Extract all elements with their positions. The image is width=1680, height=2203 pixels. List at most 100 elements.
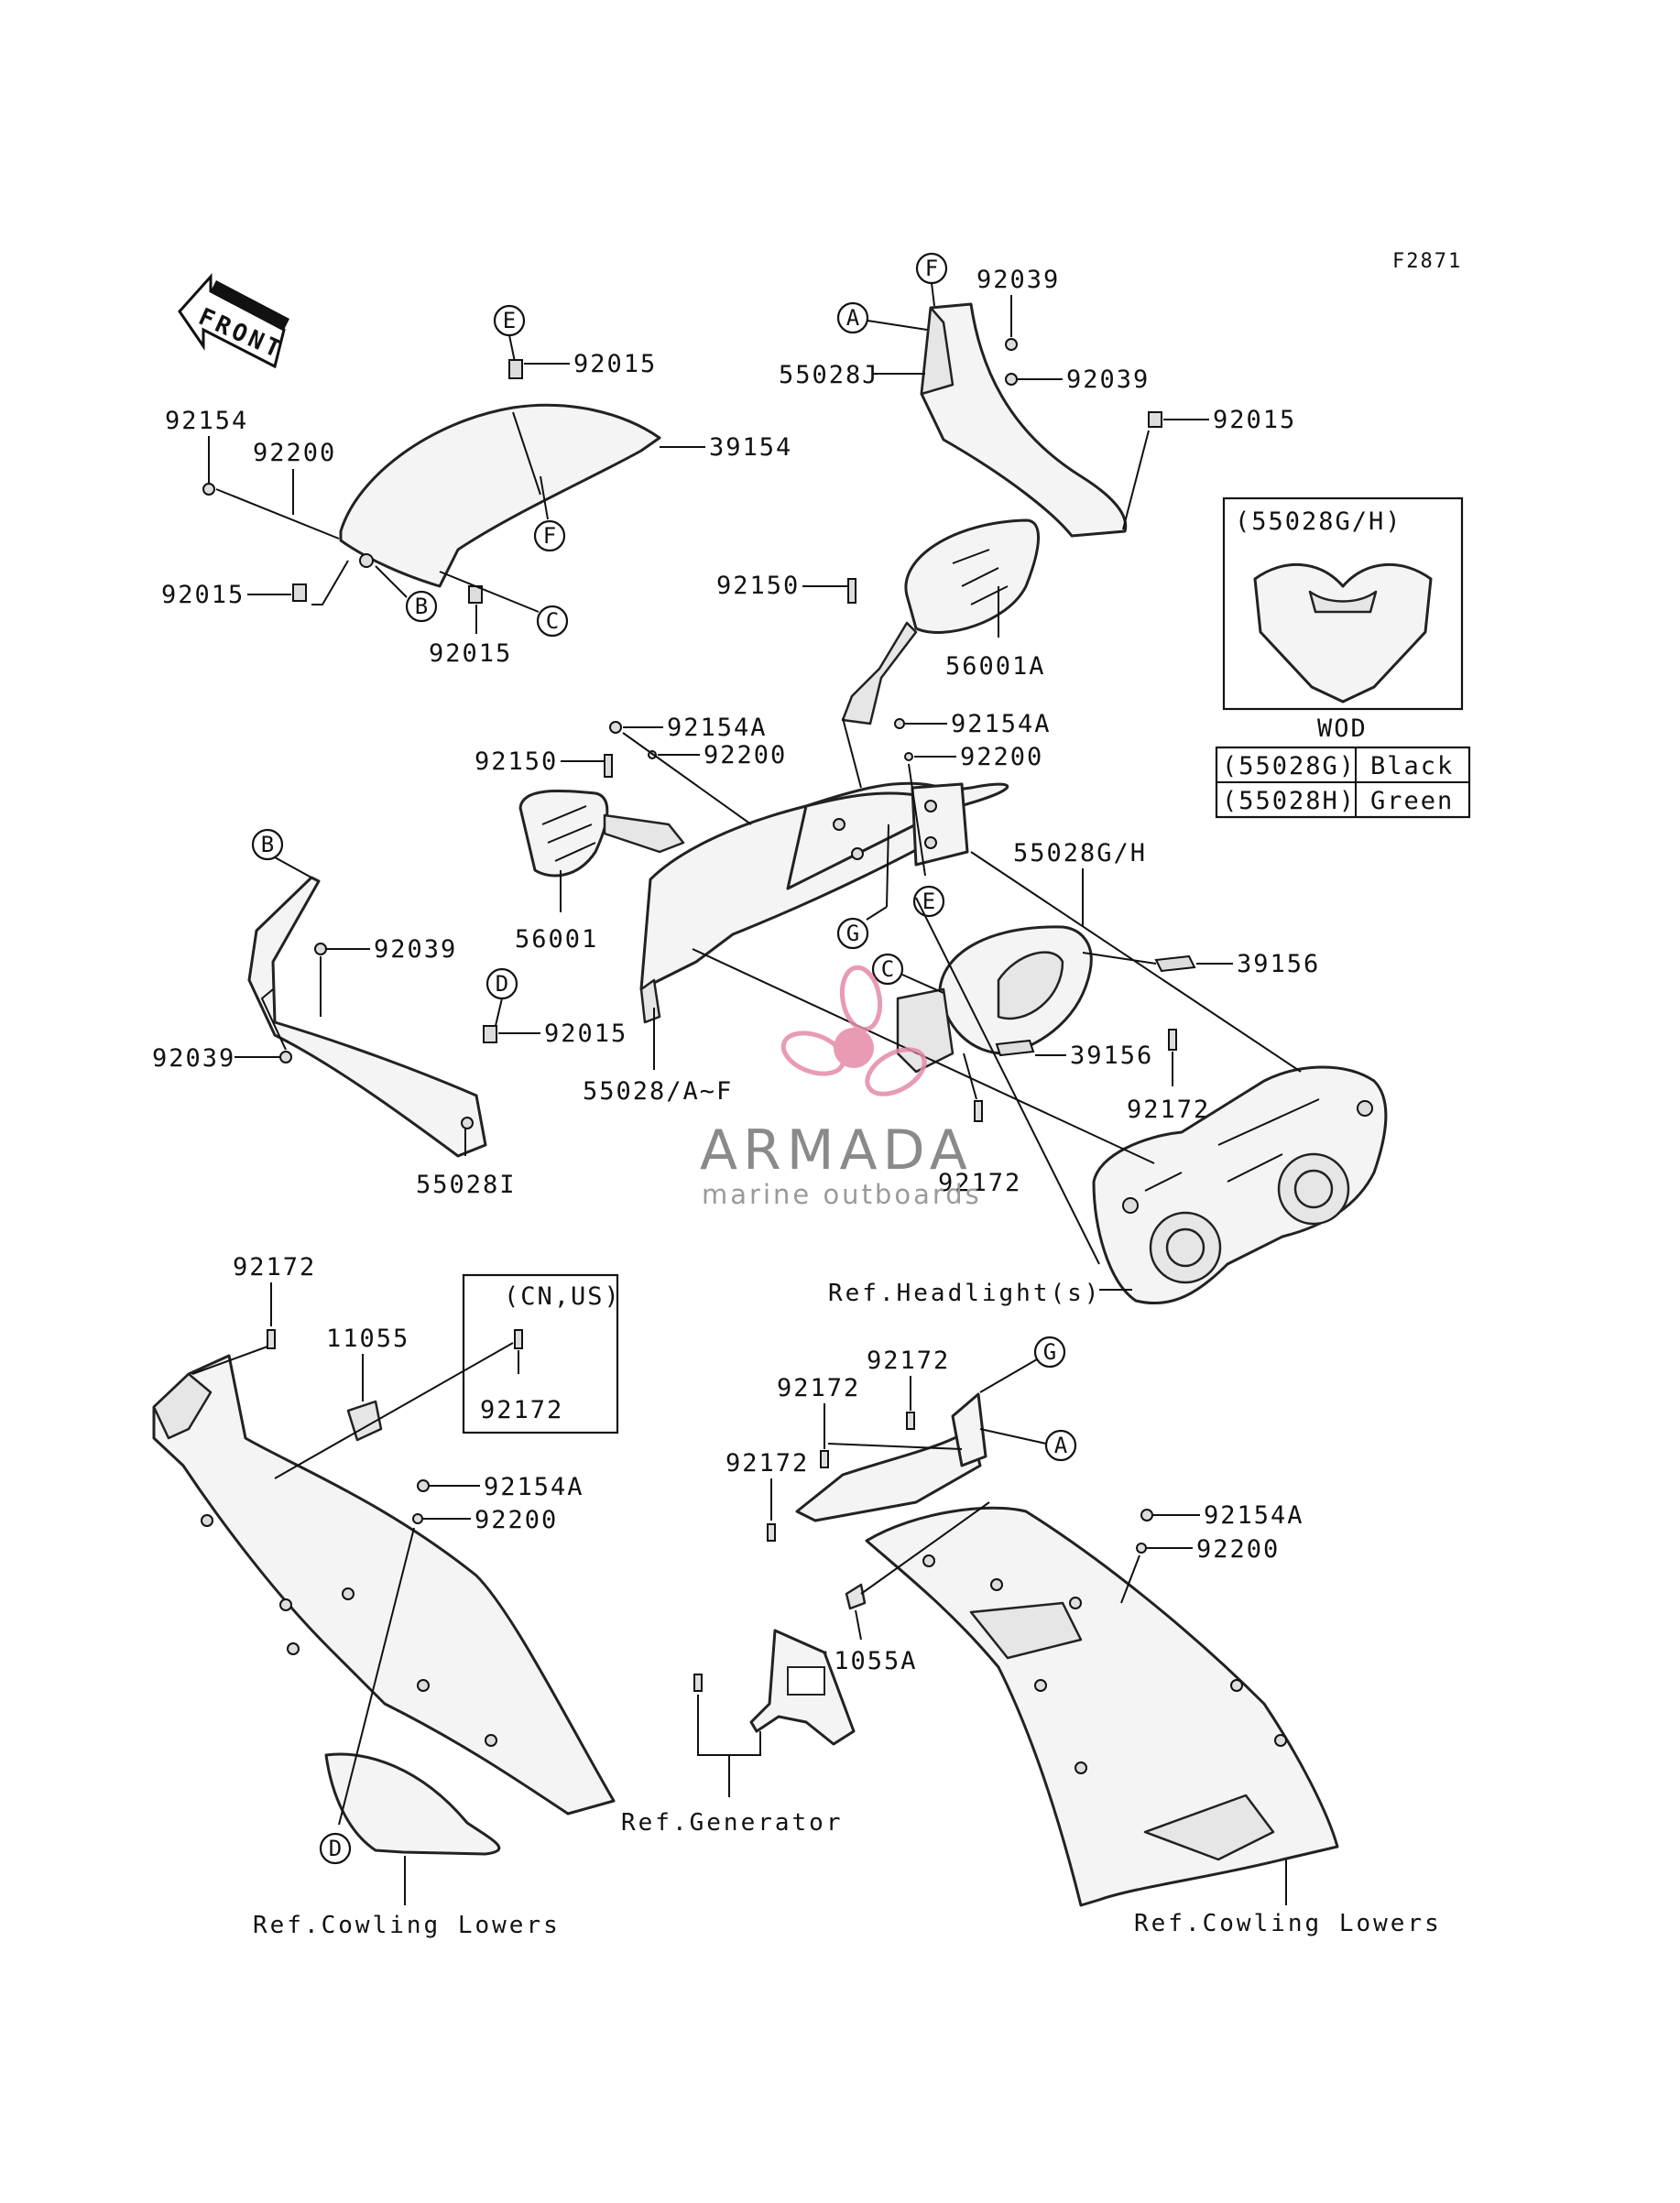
bolt-92172-r1-icon	[906, 1412, 915, 1430]
label-92200-right: 92200	[960, 743, 1043, 771]
bolt-92172a-icon	[1168, 1029, 1177, 1051]
label-55028j: 55028J	[779, 361, 879, 389]
clip-11055a-icon	[845, 1583, 867, 1610]
color-table-code-1: (55028G)	[1222, 752, 1356, 780]
ref-cowling-left: Ref.Cowling Lowers	[253, 1912, 561, 1939]
callout-f-left	[533, 519, 566, 552]
label-92015-d: 92015	[544, 1020, 627, 1048]
svg-text:G: G	[1043, 1339, 1056, 1365]
label-92200-lowr: 92200	[1196, 1535, 1280, 1564]
clip-92039-icon	[1005, 338, 1018, 351]
label-92015-b: 92015	[161, 581, 245, 609]
label-92154a-mid: 92154A	[667, 714, 768, 742]
svg-text:F: F	[925, 256, 938, 281]
label-92200-mid: 92200	[704, 741, 787, 769]
callout-g-low	[1033, 1336, 1066, 1369]
cn-us-title: (CN,US)	[504, 1282, 621, 1311]
svg-text:C: C	[546, 608, 559, 634]
svg-text:G: G	[846, 921, 859, 946]
color-table-color-2: Green	[1370, 787, 1454, 815]
label-56001a: 56001A	[945, 652, 1046, 681]
label-92154a-low: 92154A	[484, 1473, 584, 1501]
svg-text:D: D	[329, 1836, 342, 1861]
label-39156-a: 39156	[1237, 950, 1320, 978]
bolt-92172-r2-icon	[820, 1450, 829, 1468]
label-92015-top: 92015	[1213, 406, 1296, 434]
label-92154a-right: 92154A	[951, 710, 1052, 738]
svg-text:A: A	[846, 305, 860, 331]
lower-left-cowl	[152, 1354, 616, 1856]
screw-92154-icon	[202, 483, 215, 496]
label-92039-top1: 92039	[976, 266, 1060, 294]
cn-us-part: 92172	[480, 1396, 563, 1424]
label-92039-left2: 92039	[152, 1044, 235, 1073]
cn-us-box	[462, 1273, 619, 1434]
ref-cowling-right: Ref.Cowling Lowers	[1134, 1910, 1442, 1937]
label-92039-left1: 92039	[374, 935, 457, 964]
lower-right-cowl	[795, 1392, 1339, 1907]
inset-title: (55028G/H)	[1235, 507, 1402, 536]
headlight-assembly	[1092, 1065, 1388, 1305]
bolt-92150-icon	[847, 578, 856, 604]
bolt-92172b-icon	[974, 1100, 983, 1122]
label-92150-top: 92150	[716, 572, 800, 600]
washer-92200-right-icon	[904, 752, 913, 761]
callout-b-top	[405, 590, 438, 623]
svg-text:D: D	[496, 971, 508, 997]
inset-cowl-image	[1253, 562, 1433, 703]
mirror-56001a	[841, 518, 1040, 725]
callout-a-low	[1044, 1429, 1077, 1462]
windshield-part	[339, 403, 661, 588]
inset-woD-frame	[1222, 496, 1464, 711]
label-39154: 39154	[709, 433, 792, 462]
bracket-11055-icon	[346, 1400, 383, 1442]
svg-text:E: E	[922, 889, 935, 914]
callout-g-mid	[836, 917, 869, 950]
clip-92039-left1-icon	[314, 943, 327, 955]
clip-92039-left2-icon	[279, 1051, 292, 1063]
label-92154: 92154	[165, 407, 248, 435]
label-55028af: 55028/A~F	[583, 1077, 733, 1106]
callout-d-low	[319, 1832, 352, 1865]
label-92154a-lowr: 92154A	[1204, 1501, 1304, 1530]
watermark-logo	[780, 965, 927, 1096]
label-92172-r2: 92172	[777, 1374, 860, 1402]
watermark-brand: ARMADA	[700, 1118, 973, 1183]
label-92172-b: 92172	[938, 1169, 1021, 1197]
generator-bracket	[749, 1629, 856, 1746]
screw-92154a-lowr-icon	[1140, 1509, 1153, 1521]
bracket-55028i	[247, 876, 487, 1158]
watermark-tagline: marine outboards	[702, 1179, 982, 1210]
label-92200-low: 92200	[475, 1506, 558, 1534]
label-55028gh: 55028G/H	[1013, 839, 1147, 867]
label-92200: 92200	[253, 439, 336, 467]
bracket-55028j	[920, 302, 1128, 538]
grommet-92015-icon	[508, 359, 523, 379]
mirror-56001	[518, 789, 685, 878]
label-11055: 11055	[326, 1325, 409, 1353]
callout-c-top	[536, 605, 569, 638]
callout-e-top: E	[493, 304, 526, 363]
color-table-color-1: Black	[1370, 752, 1454, 780]
label-92015-e: 92015	[573, 350, 657, 378]
callout-c-mid	[871, 953, 904, 986]
label-55028i: 55028I	[416, 1171, 517, 1199]
front-arrow-icon: FRONT	[178, 273, 289, 369]
bolt-92172-lowleft-icon	[267, 1329, 276, 1349]
label-92039-top2: 92039	[1066, 365, 1150, 394]
grommet-92015top-icon	[1148, 411, 1162, 428]
screw-92154a-low-icon	[417, 1479, 430, 1492]
inset-caption: WOD	[1317, 714, 1368, 743]
clip-92039b-icon	[1005, 373, 1018, 386]
label-92150-mid: 92150	[475, 747, 558, 776]
label-92172-r1: 92172	[867, 1347, 950, 1375]
washer-92200-lowr-icon	[1136, 1543, 1147, 1554]
label-56001: 56001	[515, 925, 598, 954]
label-92172-lowleft: 92172	[233, 1253, 316, 1281]
label-39156-b: 39156	[1070, 1042, 1153, 1070]
svg-text:B: B	[415, 594, 428, 619]
svg-text:B: B	[261, 832, 274, 857]
ref-generator: Ref.Generator	[621, 1809, 844, 1837]
svg-text:F: F	[543, 523, 556, 549]
